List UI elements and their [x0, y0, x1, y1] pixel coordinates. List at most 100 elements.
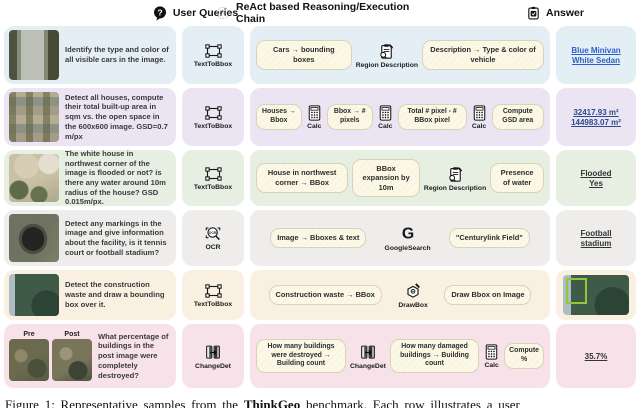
pre-thumb-column: Pre	[9, 331, 49, 381]
tool-chip: OCR OCR	[182, 210, 244, 266]
tool-label: TextToBbox	[193, 61, 233, 68]
chain-step-box: Houses → Bbox	[256, 104, 302, 130]
query-cell: The white house in northwest corner of t…	[4, 149, 176, 206]
chain-tool: Calc	[377, 104, 394, 130]
post-aerial-thumbnail	[52, 339, 92, 381]
benchmark-row: Detect any markings in the image and giv…	[4, 210, 636, 266]
region-description-icon	[446, 165, 465, 184]
chain-step-box: Compute %	[504, 343, 544, 369]
texttobbox-icon	[203, 42, 224, 60]
chain-step-box: House in northwest corner → BBox	[256, 163, 349, 193]
query-cell: Identify the type and color of all visib…	[4, 26, 176, 84]
reasoning-chain: How many buildings were destroyed → Buil…	[250, 324, 550, 388]
rows: Identify the type and color of all visib…	[4, 26, 636, 388]
chain-tool: Calc	[471, 104, 488, 130]
react-sparkle-icon	[215, 5, 231, 21]
chain-step-box: Construction waste → BBox	[268, 285, 382, 305]
chain-tool-label: Calc	[307, 123, 322, 130]
tool-chip: ChangeDet	[182, 324, 244, 388]
chain-step-box: Compute GSD area	[491, 104, 544, 130]
chain-tool: Region Description	[424, 165, 486, 192]
chain-step-box: Bbox → # pixels	[326, 104, 373, 130]
ocr-icon: OCR	[203, 225, 223, 243]
changedet-icon	[204, 343, 222, 362]
caption-benchmark-name: ThinkGeo	[243, 397, 301, 408]
header-user-queries: ? User Queries	[100, 3, 290, 23]
chain-step-box: Image → Bboxes & text	[270, 228, 367, 248]
tool-label: TextToBbox	[193, 123, 233, 130]
tool-chip: TextToBbox	[182, 26, 244, 84]
benchmark-row: Detect all houses, compute their total b…	[4, 88, 636, 146]
tool-label: TextToBbox	[193, 301, 233, 308]
header-label: User Queries	[172, 7, 239, 19]
query-text: Identify the type and color of all visib…	[65, 45, 169, 64]
figure-header: ? User Queries ReAct based Reasoning/Exe…	[0, 1, 640, 25]
pre-aerial-thumbnail	[9, 339, 49, 381]
query-text: Detect the construction waste and draw a…	[65, 280, 165, 309]
calc-icon	[306, 104, 323, 122]
post-label: Post	[64, 331, 80, 338]
answer-image-thumbnail	[563, 275, 629, 315]
query-aerial-thumbnail	[9, 274, 59, 316]
question-bubble-icon: ?	[152, 5, 168, 21]
chain-tool-label: Calc	[484, 362, 499, 369]
answer-text: 35.7%	[584, 351, 608, 361]
caption-suffix: benchmark. Each row illustrates a user	[300, 397, 520, 408]
benchmark-row: Detect the construction waste and draw a…	[4, 270, 636, 320]
chain-tool: Calc	[306, 104, 323, 130]
pre-label: Pre	[23, 331, 35, 338]
drawbox-icon	[403, 281, 423, 301]
calc-icon	[377, 104, 394, 122]
tool-chip: TextToBbox	[182, 88, 244, 146]
chain-step-box: Description → Type & color of vehicle	[422, 40, 544, 70]
tool-chip: TextToBbox	[182, 270, 244, 320]
chain-step-box: Total # pixel - # BBox pixel	[397, 104, 467, 130]
chain-step-box: Cars → bounding boxes	[256, 40, 352, 70]
region-description-icon	[377, 42, 396, 61]
chain-step-box: Draw Bbox on Image	[444, 285, 532, 305]
answer-text: 144983.07 m²	[571, 117, 621, 127]
svg-text:?: ?	[157, 7, 162, 17]
chain-tool: Calc	[483, 343, 500, 369]
svg-text:OCR: OCR	[209, 231, 217, 235]
answer-text: Yes	[589, 178, 603, 188]
answer-text: Flooded	[580, 168, 612, 178]
chain-step-box: How many buildings were destroyed → Buil…	[256, 338, 346, 374]
pre-post-thumbnails: Pre Post	[9, 331, 92, 381]
figure-caption: Figure 1: Representative samples from th…	[5, 397, 637, 408]
answer-text: 32417.93 m²	[573, 107, 619, 117]
tool-label: TextToBbox	[193, 184, 233, 191]
chain-tool-label: Calc	[471, 123, 487, 130]
chain-step-box: BBox expansion by 10m	[352, 158, 420, 198]
chain-tool-label: Region Description	[423, 184, 487, 192]
tool-label: ChangeDet	[195, 362, 231, 370]
query-aerial-thumbnail	[9, 92, 59, 142]
query-text: Detect all houses, compute their total b…	[65, 92, 168, 141]
query-cell: Detect the construction waste and draw a…	[4, 270, 176, 320]
benchmark-row: Identify the type and color of all visib…	[4, 26, 636, 84]
query-aerial-thumbnail	[9, 214, 59, 262]
query-aerial-thumbnail	[9, 30, 59, 80]
benchmark-row: The white house in northwest corner of t…	[4, 149, 636, 206]
chain-tool-label: Calc	[378, 123, 393, 130]
header-label: ReAct based Reasoning/Execution Chain	[236, 1, 410, 25]
tool-label: OCR	[205, 244, 221, 251]
caption-prefix: Figure 1: Representative samples from th…	[5, 397, 244, 408]
header-answer: Answer	[500, 3, 610, 23]
query-cell: Detect all houses, compute their total b…	[4, 88, 176, 146]
query-text: Detect any markings in the image and giv…	[65, 218, 167, 257]
chain-tool-label: GoogleSearch	[384, 245, 431, 252]
